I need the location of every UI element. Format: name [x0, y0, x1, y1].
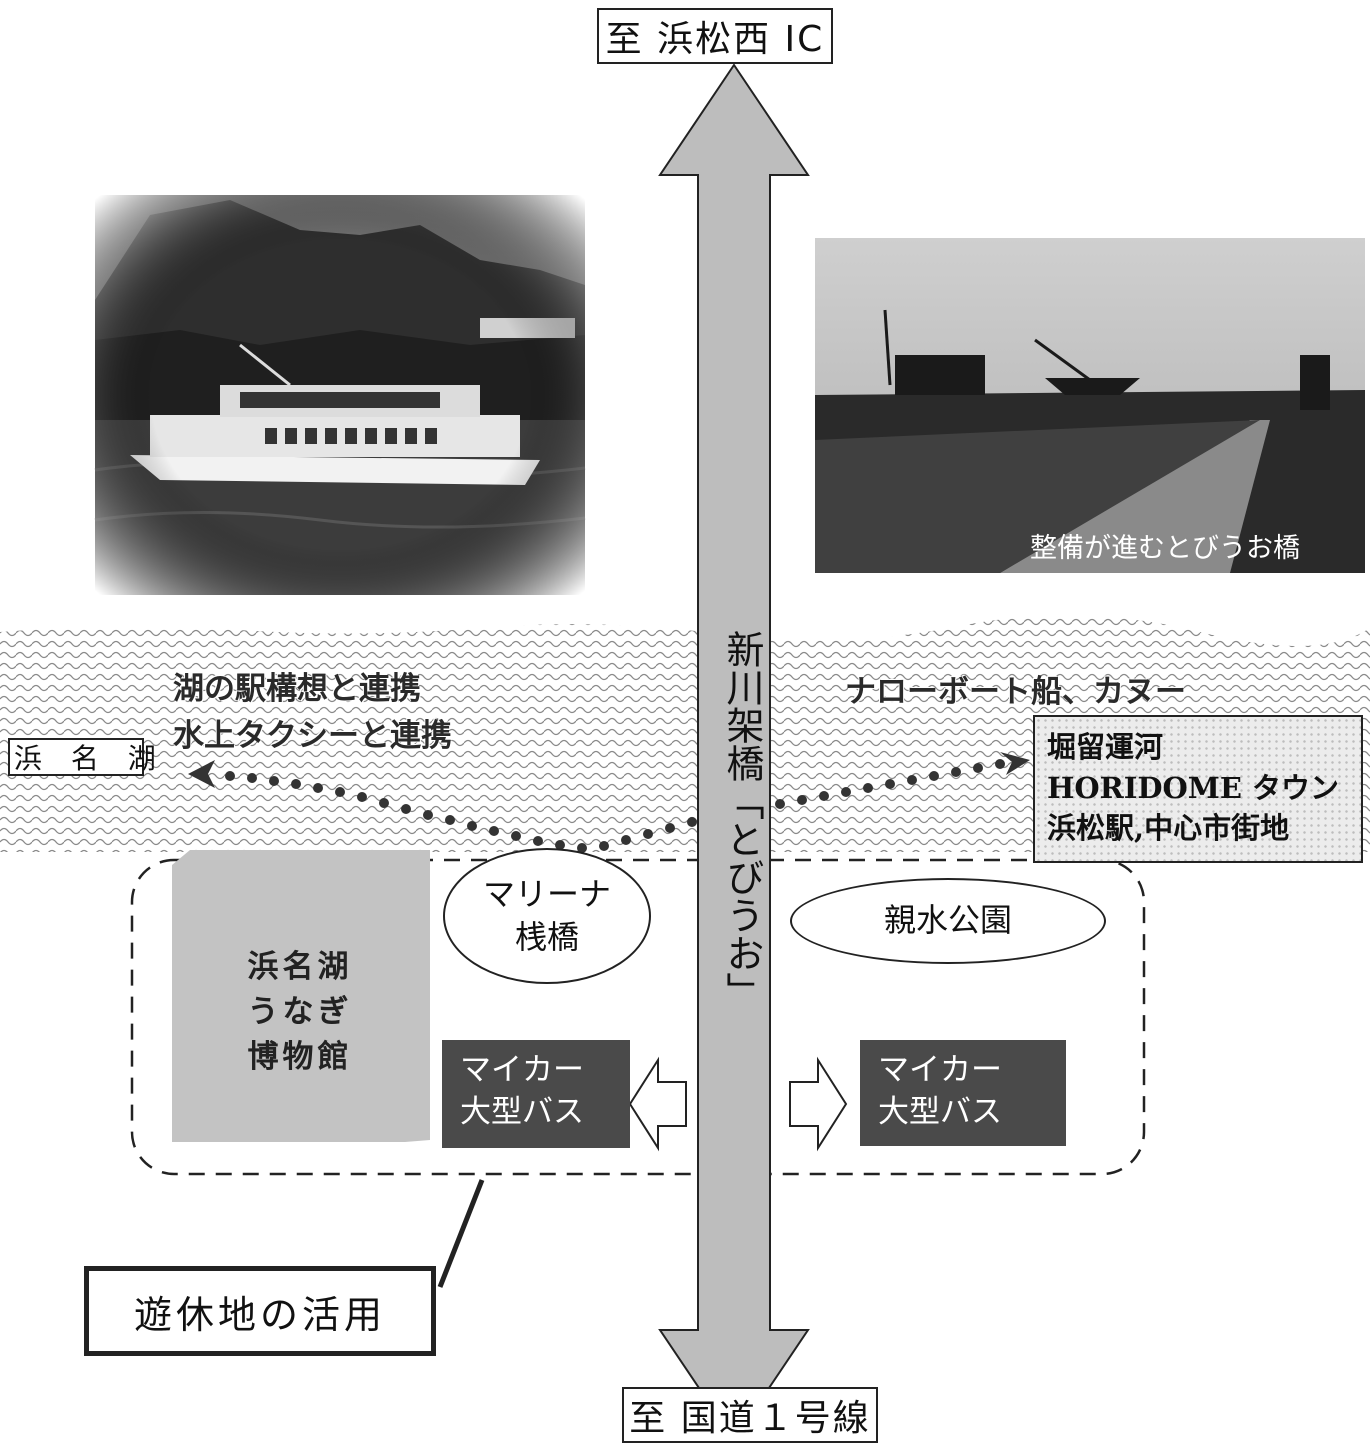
lake-captions: 湖の駅構想と連携 水上タクシーと連携 — [173, 666, 452, 759]
bridge-photo — [815, 238, 1365, 573]
lake-caption-1: 湖の駅構想と連携 — [173, 671, 421, 707]
museum-label: 浜名湖 うなぎ 博物館 — [247, 949, 353, 1075]
museum-block — [172, 850, 430, 1142]
destination-canal: 堀留運河 — [1047, 730, 1164, 764]
park-ellipse: 親水公園 — [790, 878, 1106, 964]
marina-ellipse: マリーナ 桟橋 — [443, 848, 651, 984]
route-arrow-left-icon — [188, 760, 215, 788]
dotted-route — [225, 759, 1005, 853]
destination-box: 堀留運河 HORIDOME タウン 浜松駅,中心市街地 — [1033, 715, 1363, 863]
parking-left-box: マイカー 大型バス — [442, 1040, 630, 1148]
lake-caption-2: 水上タクシーと連携 — [173, 717, 452, 754]
route-arrow-right-icon — [1000, 752, 1030, 775]
right-arrow-icon — [789, 1056, 848, 1152]
vacant-land-label: 遊休地の活用 — [84, 1266, 436, 1356]
destination-town: HORIDOME タウン — [1047, 770, 1340, 805]
development-area — [130, 858, 1146, 1176]
lake-label: 浜 名 湖 — [8, 738, 156, 776]
bridge-label: 新川架橋「とびうお」 — [720, 630, 764, 1010]
boat-photo — [94, 195, 586, 595]
connector-line — [437, 1179, 485, 1288]
parking-right-box: マイカー 大型バス — [860, 1040, 1066, 1146]
top-destination-label: 至 浜松西 IC — [597, 8, 833, 64]
canal-caption: ナローボート船、カヌー — [845, 674, 1186, 710]
destination-station: 浜松駅,中心市街地 — [1047, 811, 1290, 846]
left-arrow-icon — [628, 1056, 687, 1152]
photo-caption: 整備が進むとびうお橋 — [1030, 533, 1300, 564]
bottom-destination-label: 至 国道１号線 — [622, 1387, 878, 1443]
